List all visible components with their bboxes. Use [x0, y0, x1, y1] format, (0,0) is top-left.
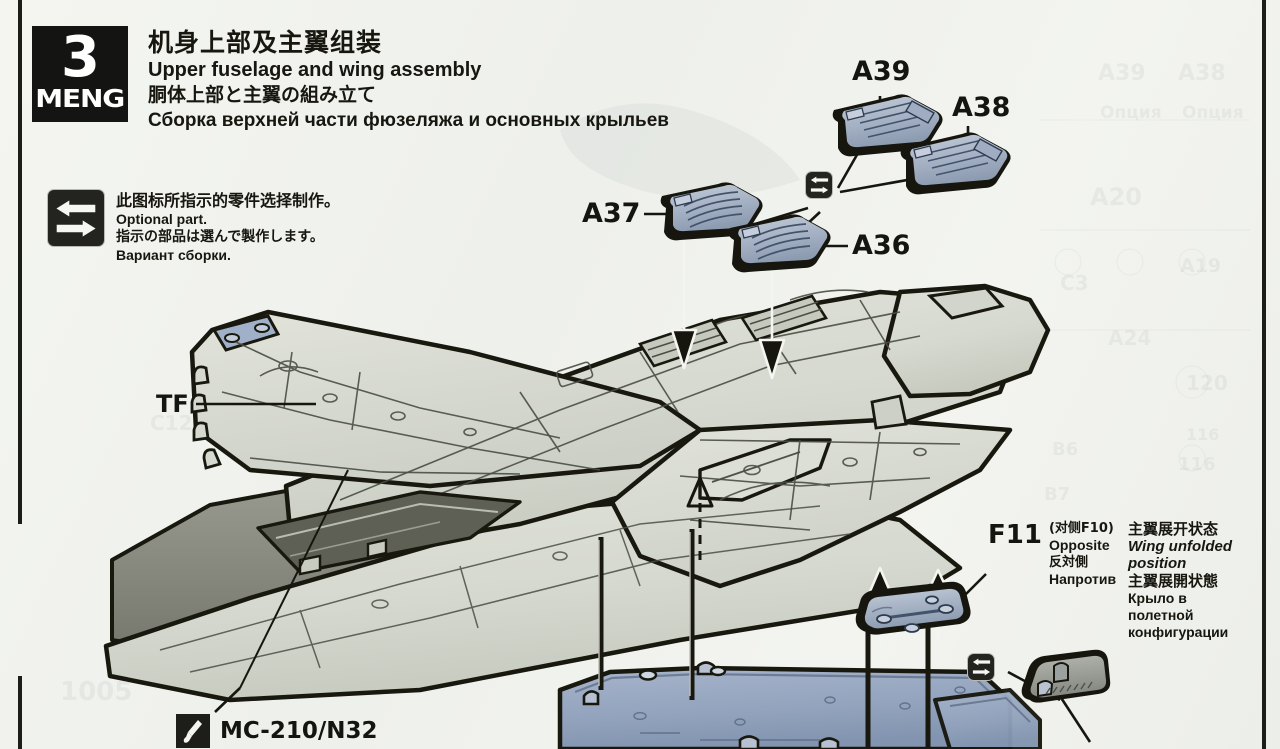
part-a38 [900, 132, 1011, 195]
wing-note-russian-2: полетной [1128, 607, 1194, 623]
wing-note-chinese: 主翼展开状态 [1128, 520, 1219, 538]
svg-text:B6: B6 [1052, 439, 1078, 460]
optional-part-icon-upper [806, 172, 832, 198]
part-label-f11: F11 [988, 520, 1042, 550]
wing-root-recess-bays [638, 294, 829, 368]
step-title-english: Upper fuselage and wing assembly [148, 59, 482, 81]
part-label-a37: A37 [582, 198, 641, 229]
paint-leader-line [239, 469, 349, 689]
paint-callout: MC-210/N32 [176, 714, 378, 748]
optional-part-legend-text: 此图标所指示的零件选择制作。 Optional part. 指示の部品は選んで製… [116, 190, 340, 264]
svg-text:A38: A38 [1178, 61, 1226, 86]
paint-code-label: MC-210/N32 [220, 718, 378, 744]
part-label-tf: TF [156, 390, 189, 418]
svg-text:C3: C3 [1060, 271, 1089, 295]
part-a39 [832, 94, 943, 157]
part-f11 [855, 581, 971, 635]
f11-opposite-chinese: (对侧F10) [1048, 521, 1114, 536]
svg-text:302: 302 [250, 671, 296, 696]
svg-text:Опция: Опция [1100, 103, 1162, 123]
wing-note-russian-3: конфигурации [1128, 624, 1229, 640]
part-label-a36: A36 [852, 230, 911, 261]
paint-brush-icon [176, 714, 210, 748]
svg-text:A39: A39 [1098, 61, 1146, 86]
step-title-russian: Сборка верхней части фюзеляжа и основных… [148, 110, 669, 131]
wing-note-japanese: 主翼展開状態 [1128, 572, 1219, 590]
legend-chinese: 此图标所指示的零件选择制作。 [116, 191, 341, 210]
part-label-a39: A39 [852, 56, 911, 87]
legend-japanese: 指示の部品は選んで製作します。 [116, 229, 324, 245]
step-badge: 3 MENG [32, 26, 128, 122]
wing-unfolded-note: 主翼展开状态 Wing unfolded position 主翼展開状態 Кры… [1128, 520, 1246, 641]
wing-note-russian-1: Крыло в [1128, 590, 1187, 606]
wing-fold-hinges [211, 314, 281, 352]
part-label-a38: A38 [952, 92, 1011, 123]
assembly-arrow-down-a37 [670, 228, 698, 370]
svg-text:A19: A19 [1180, 255, 1221, 277]
page-border-left-lower [18, 676, 22, 749]
optional-part-legend: 此图标所指示的零件选择制作。 Optional part. 指示の部品は選んで製… [48, 190, 340, 264]
svg-text:116: 116 [1186, 425, 1219, 444]
legend-english: Optional part. [116, 211, 207, 227]
svg-text:120: 120 [1186, 371, 1228, 395]
page-border-right [1262, 0, 1266, 749]
svg-text:B7: B7 [1044, 484, 1070, 505]
lower-wing-panel [557, 661, 1013, 749]
optional-part-icon-lower [968, 654, 994, 680]
svg-text:116: 116 [1178, 454, 1216, 475]
f11-opposite-russian: Напротив [1048, 571, 1117, 587]
alignment-arrow-dashed [686, 476, 714, 560]
page-border-left-upper [18, 0, 22, 524]
step-number: 3 [61, 25, 100, 90]
assembly-connector-rods [598, 529, 931, 749]
svg-text:A20: A20 [1090, 183, 1142, 211]
step-title-japanese: 胴体上部と主翼の組み立て [148, 84, 377, 106]
part-a37 [660, 182, 763, 241]
aircraft-upper-fuselage [103, 283, 1051, 703]
step-title-block: 机身上部及主翼组装 Upper fuselage and wing assemb… [148, 28, 669, 133]
svg-text:Опция: Опция [1182, 103, 1244, 123]
assembly-arrow-down-a36 [758, 260, 786, 380]
svg-text:A24: A24 [1108, 326, 1151, 350]
f11-callout: F11 (对侧F10) Opposite 反対側 Напротив [988, 520, 1116, 588]
svg-text:1005: 1005 [60, 677, 132, 707]
step-title-chinese: 机身上部及主翼组装 [148, 28, 383, 57]
part-a36 [728, 214, 831, 273]
wing-note-english-2: position [1128, 555, 1187, 572]
wing-panel-lines [221, 341, 601, 475]
assembly-arrow-up-f11-left [866, 566, 894, 648]
legend-russian: Вариант сборки. [116, 247, 231, 263]
optional-part-icon [48, 190, 104, 246]
f11-opposite-english: Opposite [1048, 537, 1110, 553]
f11-opposite-note: (对侧F10) Opposite 反対側 Напротив [1049, 520, 1116, 588]
lower-right-subpanel [933, 688, 1042, 749]
brand-logo: MENG [35, 84, 126, 113]
wing-note-english-1: Wing unfolded [1128, 538, 1233, 555]
f11-opposite-japanese: 反対側 [1048, 555, 1088, 570]
part-f11-opposite [1021, 649, 1111, 703]
assembly-arrow-up-f11-right [924, 568, 952, 642]
